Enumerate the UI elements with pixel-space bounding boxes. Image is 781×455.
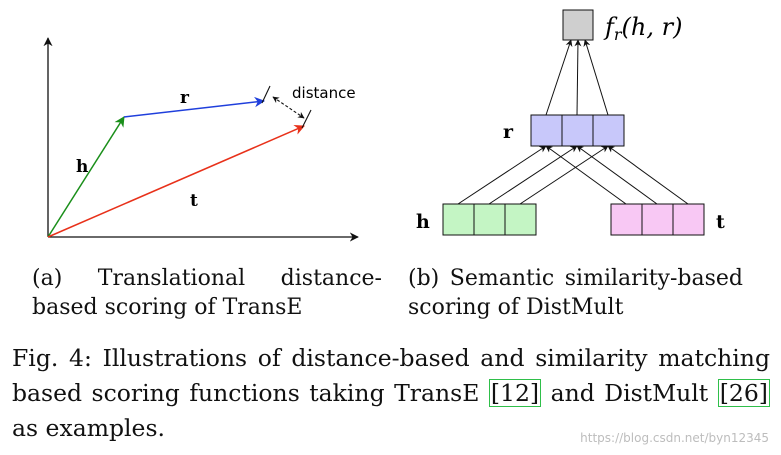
r-to-output-connection-2 — [574, 39, 582, 116]
r-embedding-cell-3 — [592, 114, 625, 147]
h-to-r-connection-2 — [488, 145, 578, 205]
caption-text-prefix: Fig. 4: Illustrations of distance-based … — [12, 344, 770, 407]
h-vector-arrow — [47, 116, 125, 238]
panel-b-caption: (b) Semantic similarity-based scoring of… — [408, 266, 743, 320]
output-score-box — [562, 9, 594, 41]
r-vector-arrow — [123, 96, 266, 118]
panel-a-diagram: h r t distance — [43, 37, 359, 242]
r-input-label: r — [503, 121, 514, 143]
t-embedding-cell-2 — [641, 203, 674, 236]
output-function-label: fr(h, r) — [603, 13, 682, 44]
r-to-output-connection-1 — [545, 39, 573, 116]
h-embedding-cell-2 — [473, 203, 506, 236]
t-embedding-cell-3 — [672, 203, 705, 236]
h-embedding-cell-3 — [504, 203, 537, 236]
h-to-r-connection-1 — [457, 145, 547, 205]
watermark-text: https://blog.csdn.net/byn12345 — [580, 431, 769, 445]
h-to-r-connection-3 — [519, 145, 609, 205]
h-label: h — [76, 157, 88, 177]
r-embedding-cell-2 — [561, 114, 594, 147]
citation-link-12[interactable]: [12] — [488, 379, 542, 407]
t-to-r-connection-2 — [576, 145, 658, 205]
h-input-label: h — [416, 211, 430, 233]
citation-link-26[interactable]: [26] — [717, 379, 770, 407]
t-vector-arrow — [47, 124, 305, 238]
panel-a-caption: (a) Translational distance-based scoring… — [32, 266, 382, 320]
h-embedding-cell-1 — [442, 203, 475, 236]
t-embedding-cell-1 — [610, 203, 643, 236]
distance-arrow — [272, 96, 305, 119]
r-label: r — [180, 88, 190, 108]
r-end-tick — [261, 85, 271, 104]
t-label: t — [190, 191, 198, 211]
caption-text-suffix: as examples. — [12, 414, 165, 442]
t-to-r-connection-1 — [545, 145, 627, 205]
t-input-label: t — [716, 211, 725, 233]
panel-b-diagram: fr(h, r) r h t — [416, 9, 725, 236]
caption-text-middle: and DistMult — [541, 379, 718, 407]
t-end-tick — [301, 109, 312, 129]
r-to-output-connection-3 — [583, 39, 609, 116]
r-embedding-cell-1 — [530, 114, 563, 147]
figure-caption: Fig. 4: Illustrations of distance-based … — [12, 341, 770, 446]
t-to-r-connection-3 — [607, 145, 689, 205]
distance-label: distance — [292, 84, 356, 102]
